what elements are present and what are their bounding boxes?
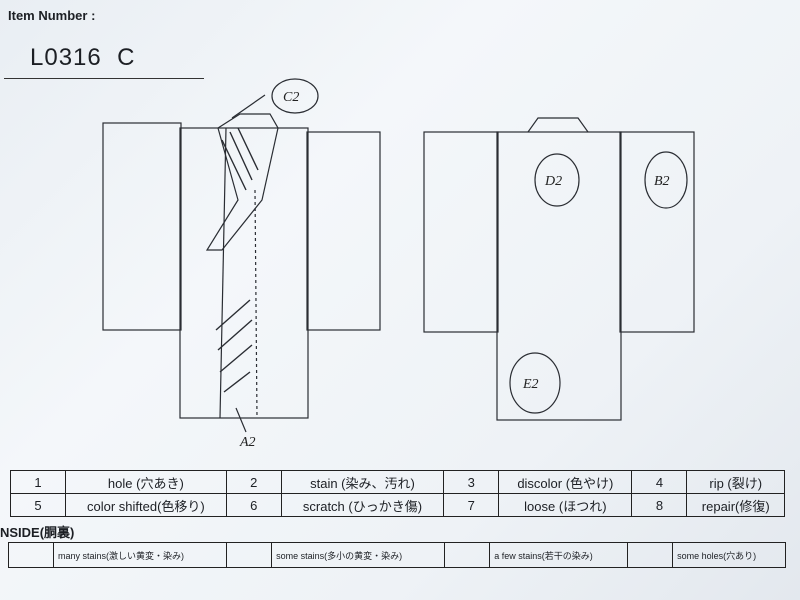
front-panel-line bbox=[219, 127, 227, 419]
inside-checkbox[interactable] bbox=[627, 542, 674, 568]
front-body bbox=[179, 127, 309, 419]
front-collar bbox=[205, 113, 279, 251]
back-mark-circle-d bbox=[534, 153, 580, 207]
back-mark-e2: E2 bbox=[522, 377, 539, 392]
item-grade: C bbox=[117, 44, 136, 71]
item-number-label: Item Number : bbox=[8, 8, 96, 23]
legend-number: 5 bbox=[10, 493, 66, 517]
back-mark-circle-b bbox=[644, 151, 688, 209]
legend-number: 6 bbox=[225, 493, 282, 517]
back-mark-circle-e bbox=[509, 352, 561, 414]
garment-diagram: C2 A2 D2 B2 E2 bbox=[102, 78, 695, 450]
damage-legend-table: 1 hole (穴あき) 2 stain (染み、汚れ) 3 discolor … bbox=[10, 470, 785, 517]
inside-section-title: NSIDE(胴裏) bbox=[0, 525, 75, 540]
back-mark-d2: D2 bbox=[544, 174, 562, 189]
front-view bbox=[102, 78, 381, 433]
front-damage-hatching bbox=[215, 127, 259, 393]
legend-number: 8 bbox=[631, 493, 688, 517]
item-code: L0316 bbox=[30, 44, 102, 71]
legend-label: repair(修復) bbox=[686, 493, 785, 517]
front-left-sleeve bbox=[102, 122, 182, 331]
legend-label: color shifted(色移り) bbox=[65, 493, 227, 517]
front-mark-circle bbox=[271, 78, 319, 114]
legend-label: scratch (ひっかき傷) bbox=[280, 493, 445, 517]
back-mark-b2: B2 bbox=[654, 174, 670, 189]
inside-checkbox[interactable] bbox=[8, 542, 54, 568]
inside-option-label: a few stains(若干の染み) bbox=[489, 542, 629, 568]
back-body bbox=[496, 131, 622, 421]
back-collar bbox=[527, 117, 589, 133]
inside-checkbox[interactable] bbox=[226, 542, 273, 568]
back-left-sleeve bbox=[423, 131, 499, 333]
front-right-sleeve bbox=[306, 131, 381, 331]
back-view bbox=[423, 117, 695, 421]
inside-condition-table: many stains(激しい黄変・染み) some stains(多小の黄変・… bbox=[8, 542, 786, 568]
inside-row: many stains(激しい黄変・染み) some stains(多小の黄変・… bbox=[8, 542, 786, 568]
legend-row: 1 hole (穴あき) 2 stain (染み、汚れ) 3 discolor … bbox=[10, 470, 785, 494]
front-mark-c2: C2 bbox=[283, 90, 299, 105]
front-mark-a2: A2 bbox=[239, 435, 256, 450]
legend-number: 7 bbox=[443, 493, 500, 517]
legend-row: 5 color shifted(色移り) 6 scratch (ひっかき傷) 7… bbox=[10, 493, 785, 517]
legend-label: hole (穴あき) bbox=[65, 470, 227, 494]
inside-option-label: some holes(穴あり) bbox=[672, 542, 786, 568]
legend-number: 1 bbox=[10, 470, 66, 494]
inside-option-label: some stains(多小の黄変・染み) bbox=[271, 542, 446, 568]
back-right-sleeve bbox=[619, 131, 695, 333]
inside-option-label: many stains(激しい黄変・染み) bbox=[52, 542, 228, 568]
legend-label: loose (ほつれ) bbox=[498, 493, 633, 517]
legend-label: discolor (色やけ) bbox=[498, 470, 633, 494]
legend-label: rip (裂け) bbox=[686, 470, 785, 494]
item-number-value: L0316 C bbox=[30, 44, 135, 72]
front-seam-dashed bbox=[254, 189, 258, 419]
legend-number: 3 bbox=[443, 470, 500, 494]
item-number-underline bbox=[4, 78, 204, 79]
legend-number: 2 bbox=[225, 470, 282, 494]
inside-checkbox[interactable] bbox=[444, 542, 491, 568]
legend-label: stain (染み、汚れ) bbox=[280, 470, 445, 494]
legend-number: 4 bbox=[631, 470, 688, 494]
front-leader-lines bbox=[231, 94, 266, 433]
